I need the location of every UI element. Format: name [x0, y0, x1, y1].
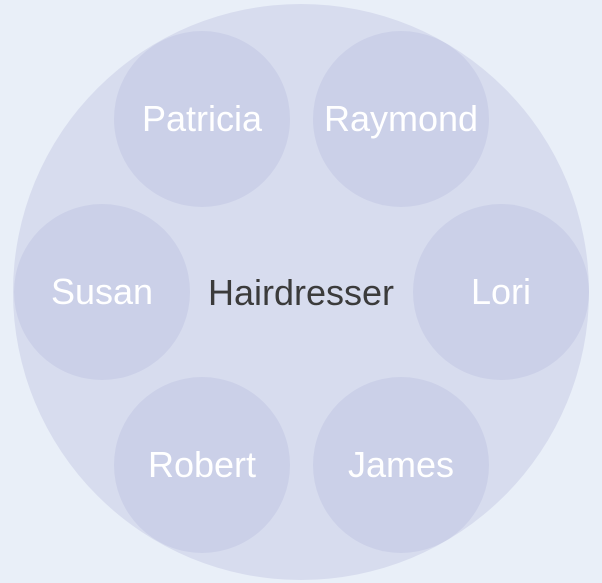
node-label: Patricia [141, 98, 263, 139]
node-label: Lori [470, 271, 532, 312]
node-label: Raymond [323, 98, 479, 139]
node-james: James [313, 377, 489, 553]
node-raymond: Raymond [313, 31, 489, 207]
node-patricia: Patricia [114, 31, 290, 207]
center-label: Hairdresser [207, 272, 395, 313]
node-label: James [347, 444, 455, 485]
node-lori: Lori [413, 204, 589, 380]
node-susan: Susan [14, 204, 190, 380]
node-label: Robert [147, 444, 257, 485]
node-label: Susan [50, 271, 154, 312]
node-robert: Robert [114, 377, 290, 553]
